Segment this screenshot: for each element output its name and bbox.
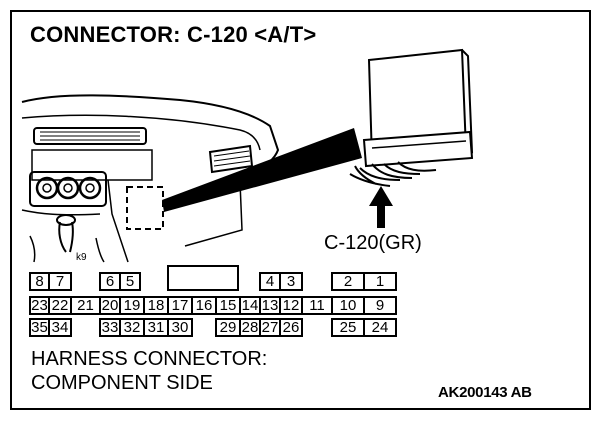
pin-8: 8 — [29, 272, 50, 291]
pin-10: 10 — [331, 296, 365, 315]
reference-code: AK200143 AB — [438, 384, 532, 401]
pin-16: 16 — [191, 296, 217, 315]
pin-22: 22 — [48, 296, 72, 315]
pin-29: 29 — [215, 318, 241, 337]
harness-connector-caption: HARNESS CONNECTOR: — [31, 348, 268, 370]
side-vent — [208, 144, 254, 174]
radio-panel — [31, 149, 153, 181]
svg-text:k9: k9 — [76, 252, 87, 263]
pin-25: 25 — [331, 318, 365, 337]
pin-28: 28 — [239, 318, 261, 337]
diagram-frame — [10, 10, 591, 410]
pin-21: 21 — [70, 296, 101, 315]
pin-3: 3 — [279, 272, 303, 291]
pin-32: 32 — [119, 318, 145, 337]
pin-34: 34 — [48, 318, 72, 337]
knob-right — [78, 176, 102, 200]
pin-13: 13 — [259, 296, 281, 315]
pin-35: 35 — [29, 318, 50, 337]
climate-panel — [29, 171, 107, 207]
pin-1: 1 — [363, 272, 397, 291]
pin-2: 2 — [331, 272, 365, 291]
pin-31: 31 — [143, 318, 169, 337]
console-vent — [33, 127, 147, 145]
dashboard-lower-edge — [21, 114, 261, 151]
wire-harness — [349, 161, 437, 187]
knob-left — [35, 176, 59, 200]
shift-lever — [58, 221, 74, 253]
pin-7: 7 — [48, 272, 72, 291]
ecu-location-marker — [126, 186, 164, 230]
pin-17: 17 — [167, 296, 193, 315]
diagram-title: CONNECTOR: C-120 <A/T> — [30, 22, 317, 47]
pin-blank — [167, 265, 239, 291]
pointer-wedge — [162, 128, 362, 212]
pin-14: 14 — [239, 296, 261, 315]
pin-26: 26 — [279, 318, 303, 337]
pin-9: 9 — [363, 296, 397, 315]
connector-arrow — [369, 186, 393, 228]
pin-19: 19 — [119, 296, 145, 315]
pin-23: 23 — [29, 296, 50, 315]
pin-20: 20 — [99, 296, 121, 315]
pin-33: 33 — [99, 318, 121, 337]
ecu-connector-housing — [362, 130, 474, 168]
pin-27: 27 — [259, 318, 281, 337]
pin-24: 24 — [363, 318, 397, 337]
knob-center — [56, 176, 80, 200]
pin-15: 15 — [215, 296, 241, 315]
connector-label: C-120(GR) — [324, 232, 422, 254]
pin-12: 12 — [279, 296, 303, 315]
console-side — [107, 179, 129, 263]
component-side-caption: COMPONENT SIDE — [31, 372, 213, 394]
pin-5: 5 — [119, 272, 141, 291]
pin-18: 18 — [143, 296, 169, 315]
pin-6: 6 — [99, 272, 121, 291]
pin-4: 4 — [259, 272, 281, 291]
pin-11: 11 — [301, 296, 333, 315]
pin-30: 30 — [167, 318, 193, 337]
